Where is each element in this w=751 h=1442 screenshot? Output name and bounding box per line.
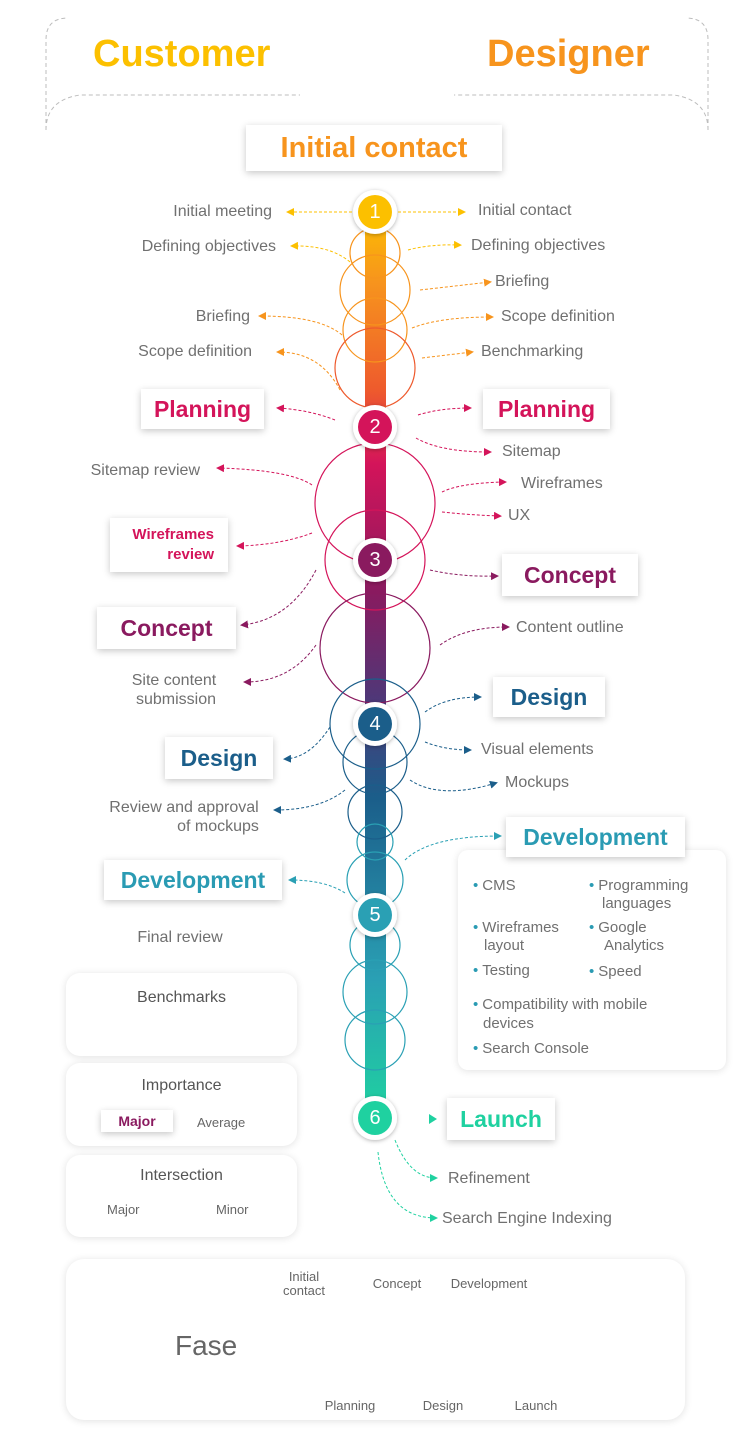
designer-benchmarking: Benchmarking [481,343,584,360]
fase-panel [66,1259,685,1420]
legend-importance-panel [66,1063,297,1146]
customer-concept-card: Concept [97,607,236,649]
dev-item-speed: Speed [589,962,641,981]
designer-briefing: Briefing [495,273,550,290]
designer-concept-card: Concept [502,554,638,596]
designer-ux: UX [508,507,531,524]
step-number: 3 [369,549,381,571]
legend-benchmarks-panel [66,973,297,1056]
dev-item-google: Google [589,918,646,937]
legend-intersection-panel [66,1155,297,1237]
dev-item-wireframes-2: layout [484,937,525,954]
customer-development-card: Development [104,860,282,900]
dev-item-search-console: Search Console [473,1039,589,1058]
legend-intersection-title: Intersection [140,1167,223,1184]
fase-label-initial-1: Initial [288,1269,320,1284]
designer-visual-elements: Visual elements [481,741,594,758]
fase-label-design: Design [422,1398,464,1413]
customer-defining-objectives: Defining objectives [141,238,276,255]
dev-item-testing: Testing [473,961,530,980]
customer-briefing: Briefing [195,308,250,325]
customer-review-approval-1: Review and approval [109,799,259,816]
designer-initial-contact: Initial contact [478,202,572,219]
fase-label-concept: Concept [372,1276,422,1291]
dev-item-compatibility-2: devices [483,1015,534,1032]
designer-sitemap: Sitemap [502,443,561,460]
customer-final-review: Final review [137,929,223,946]
fase-label-launch: Launch [514,1398,558,1413]
legend-major-badge: Major [101,1110,173,1132]
fase-label-planning: Planning [324,1398,376,1413]
customer-wireframes-review-card: Wireframes review [110,518,228,572]
legend-importance-title: Importance [141,1077,222,1094]
dev-item-programming: Programming [589,876,688,895]
designer-search-engine-indexing: Search Engine Indexing [442,1210,612,1227]
launch-card: Launch [447,1098,555,1140]
wireframes-review-line2: review [167,546,214,563]
dev-item-google-2: Analytics [604,937,665,954]
dev-item-wireframes: Wireframes [473,918,559,937]
legend-intersection-major: Major [107,1202,140,1217]
customer-site-content-2: submission [135,691,217,708]
designer-refinement: Refinement [448,1170,530,1187]
step-number: 1 [369,201,381,223]
designer-mockups: Mockups [505,774,570,791]
wireframes-review-line1: Wireframes [132,526,214,543]
designer-scope-definition: Scope definition [501,308,615,325]
dev-item-cms: CMS [473,876,515,895]
customer-initial-meeting: Initial meeting [173,203,272,220]
step-number: 6 [369,1107,381,1129]
designer-wireframes: Wireframes [521,475,603,492]
step-number: 4 [369,713,381,735]
legend-intersection-minor: Minor [216,1202,249,1217]
designer-defining-objectives: Defining objectives [471,237,606,254]
fase-label-initial-2: contact [283,1283,325,1298]
customer-planning-card: Planning [141,389,264,429]
customer-sitemap-review: Sitemap review [90,462,200,479]
customer-design-card: Design [165,737,273,779]
dev-item-programming-2: languages [602,895,672,912]
customer-review-approval-2: of mockups [177,818,259,835]
step-number: 2 [369,416,381,438]
dev-item-compatibility: Compatibility with mobile [473,995,647,1014]
customer-header: Customer [93,33,271,75]
legend-benchmarks-title: Benchmarks [137,989,226,1006]
fase-label-development: Development [450,1276,528,1291]
designer-planning-card: Planning [483,389,610,429]
fase-title: Fase [175,1330,238,1361]
legend-average-label: Average [197,1115,246,1130]
step-number: 5 [369,904,381,926]
initial-contact-card: Initial contact [246,125,502,171]
customer-scope-definition: Scope definition [138,343,252,360]
designer-header: Designer [487,33,650,75]
designer-development-card: Development [506,817,685,857]
designer-content-outline: Content outline [516,619,624,636]
customer-site-content-1: Site content [131,672,217,689]
designer-design-card: Design [493,677,605,717]
